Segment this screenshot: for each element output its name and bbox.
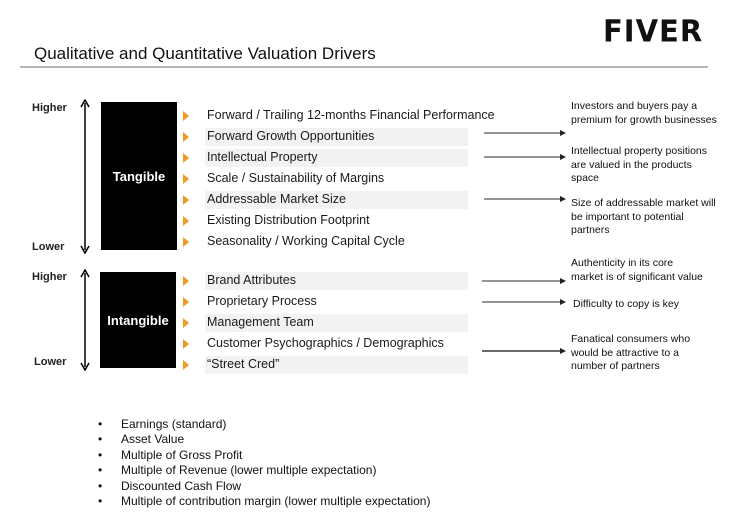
orange-triangle-icon <box>183 276 189 286</box>
intangible-lower-label: Lower <box>34 356 67 368</box>
tangible-item: Forward Growth Opportunities <box>183 128 468 146</box>
intangible-item: “Street Cred” <box>183 356 468 374</box>
note-fanatical: Fanatical consumers who would be attract… <box>571 333 691 372</box>
intangible-item: Management Team <box>183 314 468 332</box>
tangible-item: Existing Distribution Footprint <box>183 212 468 230</box>
orange-triangle-icon <box>183 318 189 328</box>
orange-triangle-icon <box>183 216 189 226</box>
orange-triangle-icon <box>183 297 189 307</box>
note-difficulty: Difficulty to copy is key <box>573 298 680 310</box>
tangible-lower-label: Lower <box>32 241 65 253</box>
intangible-box: Intangible <box>100 272 176 368</box>
bullet-icon: • <box>98 494 103 508</box>
intangible-double-arrow-icon <box>80 269 90 371</box>
orange-triangle-icon <box>183 237 189 247</box>
bullet-icon: • <box>98 479 103 493</box>
intangible-item: Brand Attributes <box>183 272 468 290</box>
orange-triangle-icon <box>183 195 189 205</box>
orange-triangle-icon <box>183 174 189 184</box>
tangible-item: Intellectual Property <box>183 149 468 167</box>
connector-arrows <box>482 130 566 354</box>
orange-triangle-icon <box>183 360 189 370</box>
page-title: Qualitative and Quantitative Valuation D… <box>34 44 376 63</box>
note-authenticity: Authenticity in its core market is of si… <box>571 257 703 283</box>
bullet-icon: • <box>98 448 103 462</box>
tangible-item: Forward / Trailing 12-months Financial P… <box>183 107 495 125</box>
tangible-item: Seasonality / Working Capital Cycle <box>183 233 468 251</box>
tangible-item: Addressable Market Size <box>183 191 468 209</box>
tangible-item: Scale / Sustainability of Margins <box>183 170 468 188</box>
tangible-higher-label: Higher <box>32 102 67 114</box>
intangible-higher-label: Higher <box>32 271 67 283</box>
orange-triangle-icon <box>183 339 189 349</box>
bullet-icon: • <box>98 463 103 477</box>
note-ip: Intellectual property positions are valu… <box>571 145 707 184</box>
title-divider <box>20 66 708 68</box>
orange-triangle-icon <box>183 132 189 142</box>
fiver-logo: FIVER <box>603 13 704 49</box>
note-market-size: Size of addressable market will be impor… <box>571 197 716 236</box>
tangible-box: Tangible <box>101 102 177 250</box>
orange-triangle-icon <box>183 111 189 121</box>
orange-triangle-icon <box>183 153 189 163</box>
bullet-icon: • <box>98 432 103 446</box>
tangible-double-arrow-icon <box>80 99 90 254</box>
note-growth: Investors and buyers pay a premium for g… <box>571 100 717 126</box>
intangible-item: Proprietary Process <box>183 293 468 311</box>
bullet-icon: • <box>98 417 103 431</box>
intangible-item: Customer Psychographics / Demographics <box>183 335 468 353</box>
